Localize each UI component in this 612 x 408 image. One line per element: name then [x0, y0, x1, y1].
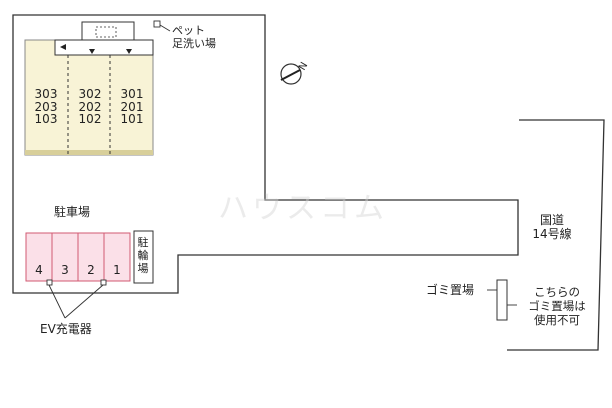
unit-column-2: 302 202 102	[71, 88, 109, 126]
road-label: 国道 14号線	[527, 213, 577, 241]
unit-number: 202	[78, 99, 102, 114]
pet-wash-label: ペット 足洗い場	[172, 24, 216, 50]
unit-column-1: 303 203 103	[27, 88, 65, 126]
garbage-note-line2: ゴミ置場は	[528, 299, 586, 313]
road-label-line1: 国道	[539, 213, 564, 227]
unit-number: 201	[120, 99, 144, 114]
stall-number: 3	[61, 263, 69, 277]
entrance-marker-mid	[89, 49, 95, 54]
garbage-station	[496, 279, 508, 321]
parking-stalls	[25, 232, 131, 282]
bike-parking-box	[133, 230, 154, 284]
unit-number: 203	[34, 99, 58, 114]
stairs	[95, 26, 117, 38]
unit-number: 303	[34, 87, 58, 101]
unit-number: 101	[120, 112, 144, 126]
unit-number: 301	[120, 87, 144, 101]
unit-number: 103	[34, 112, 58, 126]
compass-icon: N	[280, 61, 310, 85]
unit-number: 302	[78, 87, 102, 101]
garbage-note-line1: こちらの	[534, 285, 580, 299]
bike-label-char: 場	[137, 262, 149, 275]
stall-number: 4	[35, 263, 43, 277]
svg-text:N: N	[297, 61, 310, 73]
bike-parking-label: 駐 輪 場	[136, 236, 150, 275]
road-label-line2: 14号線	[532, 227, 572, 241]
watermark: ハウスコム	[218, 191, 388, 226]
stall-number: 2	[87, 263, 95, 277]
garbage-station-label: ゴミ置場	[426, 283, 475, 297]
entrance-marker-left	[60, 44, 66, 50]
national-road	[507, 119, 605, 351]
ev-charger-pointers	[46, 279, 107, 319]
unit-column-3: 301 201 101	[113, 88, 151, 126]
pet-wash-label-line1: ペット	[172, 24, 205, 37]
garbage-note-line3: 使用不可	[534, 313, 580, 327]
pet-wash-marker	[153, 20, 161, 28]
stall-number: 1	[113, 263, 121, 277]
building-shade	[25, 150, 153, 155]
ev-charger-label: EV充電器	[40, 322, 92, 336]
bike-label-char: 駐	[137, 236, 149, 249]
unit-number: 102	[78, 112, 102, 126]
entrance-marker-right	[126, 49, 132, 54]
bike-label-char: 輪	[137, 249, 149, 262]
garbage-note: こちらの ゴミ置場は 使用不可	[519, 285, 595, 327]
pet-wash-label-line2: 足洗い場	[172, 37, 216, 50]
parking-label: 駐車場	[54, 205, 91, 219]
apartment-building	[24, 39, 154, 156]
